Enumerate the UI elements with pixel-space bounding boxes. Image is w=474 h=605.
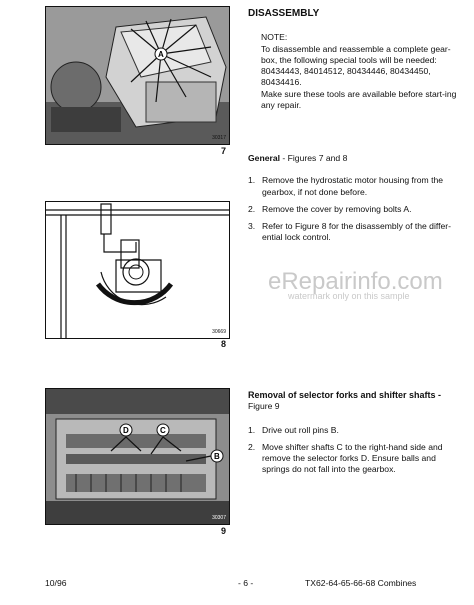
callout-b: B <box>214 452 220 461</box>
selector-heading: Removal of selector forks and shifter sh… <box>248 390 442 400</box>
figure-8: 30669 <box>45 201 230 339</box>
watermark-logo: eRepairinfo.com <box>268 268 443 295</box>
callout-d: D <box>123 426 129 435</box>
list-item: 1.Drive out roll pins B. <box>248 424 339 435</box>
tools-note: NOTE: To disassemble and reassemble a co… <box>248 32 462 111</box>
selector-section: Removal of selector forks and shifter sh… <box>248 390 462 482</box>
disassembly-heading: DISASSEMBLY <box>248 8 320 19</box>
figure-8-code: 30669 <box>212 329 226 335</box>
list-item: 2.Move shifter shafts C to the right-han… <box>248 441 443 475</box>
watermark-caption: watermark only on this sample <box>288 291 410 301</box>
page-number: - 6 - <box>238 578 254 588</box>
figure-9: D C B 30307 <box>45 388 230 525</box>
selector-forks-photo: D C B <box>46 389 229 524</box>
general-steps: 1.Remove the hydrostatic motor housing f… <box>248 175 462 243</box>
gearbox-photo: A <box>46 7 229 144</box>
callout-c: C <box>160 426 166 435</box>
general-heading: General - Figures 7 and 8 <box>248 153 348 163</box>
list-item: 1.Remove the hydrostatic motor housing f… <box>248 175 444 197</box>
general-section: General - Figures 7 and 8 1.Remove the h… <box>248 153 462 250</box>
selector-steps: 1.Drive out roll pins B. 2.Move shifter … <box>248 425 462 476</box>
disassembly-section: DISASSEMBLY NOTE: To disassemble and rea… <box>248 8 462 111</box>
figure-8-number: 8 <box>221 339 227 349</box>
footer-title: TX62-64-65-66-68 Combines <box>305 578 417 588</box>
figure-9-code: 30307 <box>212 515 226 521</box>
figure-7: A 30317 <box>45 6 230 145</box>
list-item: 2.Remove the cover by removing bolts A. <box>248 203 412 214</box>
svg-text:A: A <box>158 50 164 59</box>
footer-date: 10/96 <box>45 578 67 588</box>
figure-7-code: 30317 <box>212 135 226 141</box>
note-text: To disassemble and reassemble a complete… <box>261 43 451 88</box>
list-item: 3.Refer to Figure 8 for the disassembly … <box>248 221 451 243</box>
figure-9-number: 9 <box>221 526 227 536</box>
figure-7-number: 7 <box>221 146 227 156</box>
selector-subheading: Figure 9 <box>248 401 280 412</box>
note-label: NOTE: <box>261 32 288 43</box>
lock-control-drawing <box>46 203 229 338</box>
note-text-2: Make sure these tools are available befo… <box>261 88 457 111</box>
